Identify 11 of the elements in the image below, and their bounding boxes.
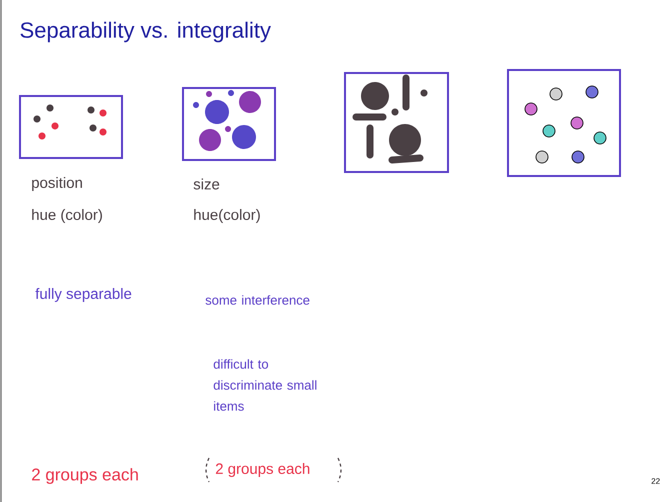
channel-label: size [194,178,220,190]
note: difficult to discriminate small items [214,359,316,411]
slide-title: Separability vs. integrality [20,22,271,42]
channel-label: hue (color) [32,209,102,223]
channel-label: position [32,177,82,191]
note: 2 groups each [32,468,138,484]
note: some interference [206,295,310,305]
channel-label: hue(color) [194,209,260,223]
note: fully separable [35,288,132,302]
note: 2 groups each [216,463,310,477]
page-number: 22 [652,478,660,484]
